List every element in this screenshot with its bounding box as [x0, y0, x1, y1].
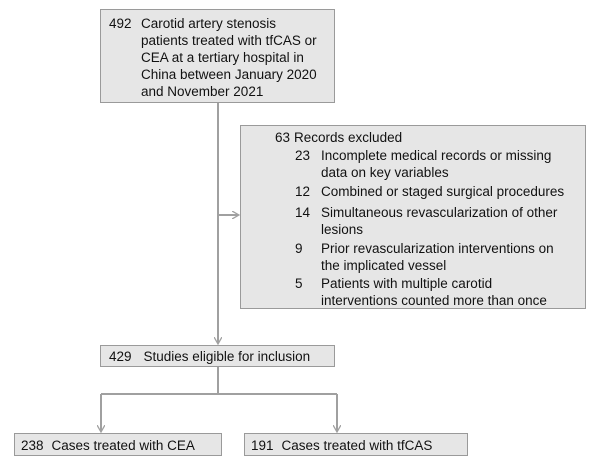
eligible-text: Studies eligible for inclusion: [143, 349, 311, 364]
excluded-header: 63 Records excluded: [275, 129, 402, 146]
excluded-item-line: Combined or staged surgical procedures: [321, 184, 565, 199]
initial-line-5: and November 2021: [141, 84, 264, 99]
cea-count: 238: [21, 438, 44, 453]
initial-line-4: China between January 2020: [141, 67, 317, 82]
cea-row: 238 Cases treated with CEA: [21, 437, 195, 454]
excluded-records-box: 63 Records excluded 23 Incomplete medica…: [240, 125, 586, 309]
excluded-item-count: 23: [295, 148, 311, 163]
cea-cases-box: 238 Cases treated with CEA: [14, 433, 222, 456]
excluded-item: 12 Combined or staged surgical procedure…: [295, 183, 564, 200]
excluded-item: 23 Incomplete medical records or missing…: [295, 147, 551, 181]
tfcas-text: Cases treated with tfCAS: [281, 438, 433, 453]
excluded-item-text: Simultaneous revascularization of other …: [321, 204, 557, 238]
excluded-item-line: Prior revascularization interventions on: [321, 241, 554, 256]
excluded-item-count: 14: [295, 205, 311, 220]
excluded-item-line: Patients with multiple carotid: [321, 276, 493, 291]
excluded-item-line: Incomplete medical records or missing: [321, 148, 552, 163]
excluded-item: 14 Simultaneous revascularization of oth…: [295, 204, 557, 238]
initial-line-1: Carotid artery stenosis: [141, 16, 277, 31]
initial-description: Carotid artery stenosis patients treated…: [141, 15, 317, 100]
eligible-count: 429: [109, 349, 132, 364]
excluded-item-count: 9: [295, 241, 303, 256]
excluded-item-count: 12: [295, 184, 311, 199]
excluded-title: Records excluded: [294, 130, 403, 145]
initial-line-3: CEA at a tertiary hospital in: [141, 50, 304, 65]
cea-text: Cases treated with CEA: [51, 438, 195, 453]
excluded-item: 9 Prior revascularization interventions …: [295, 240, 554, 274]
excluded-item-line: data on key variables: [321, 165, 449, 180]
tfcas-cases-box: 191 Cases treated with tfCAS: [244, 433, 468, 456]
excluded-item-text: Combined or staged surgical procedures: [321, 183, 564, 200]
excluded-item-count: 5: [295, 276, 303, 291]
tfcas-count: 191: [251, 438, 274, 453]
excluded-count: 63: [275, 130, 291, 145]
eligible-row: 429 Studies eligible for inclusion: [109, 348, 310, 365]
initial-population-box: 492 Carotid artery stenosis patients tre…: [100, 9, 335, 103]
excluded-item-line: the implicated vessel: [321, 258, 447, 273]
eligible-studies-box: 429 Studies eligible for inclusion: [100, 345, 335, 367]
excluded-item-text: Patients with multiple carotid intervent…: [321, 275, 547, 309]
excluded-item-line: interventions counted more than once: [321, 293, 547, 308]
tfcas-row: 191 Cases treated with tfCAS: [251, 437, 432, 454]
excluded-item-line: lesions: [321, 222, 364, 237]
initial-line-2: patients treated with tfCAS or: [141, 33, 317, 48]
excluded-item-text: Incomplete medical records or missing da…: [321, 147, 551, 181]
excluded-item-text: Prior revascularization interventions on…: [321, 240, 554, 274]
initial-count: 492: [109, 16, 132, 31]
excluded-item: 5 Patients with multiple carotid interve…: [295, 275, 547, 309]
excluded-item-line: Simultaneous revascularization of other: [321, 205, 558, 220]
